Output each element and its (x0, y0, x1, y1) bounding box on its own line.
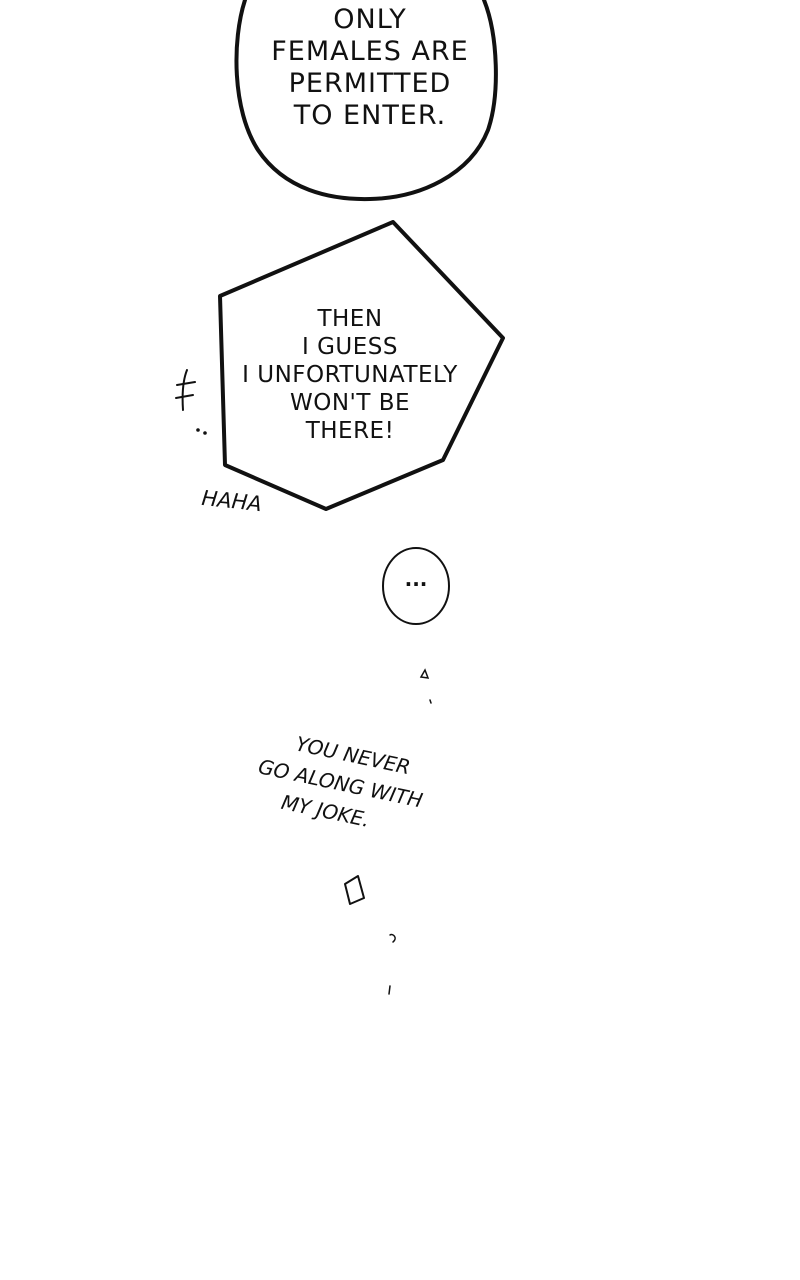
bubble-line: TO ENTER. (293, 100, 447, 131)
bubble-line: I GUESS (302, 334, 398, 360)
bubble-line: THEN (317, 306, 383, 332)
bubble-line: I UNFORTUNATELY (242, 362, 458, 388)
speech-bubble-small (382, 547, 450, 625)
speech-bubble-top (234, 0, 498, 202)
bubble-line: WON'T BE (289, 390, 411, 416)
bubble-line: PERMITTED (288, 68, 452, 99)
bubble-line: ONLY (333, 4, 407, 35)
scribble-icon (419, 668, 432, 704)
speech-bubble-small-text: ... (404, 567, 428, 591)
bubble-line: FEMALES ARE (271, 36, 469, 67)
speech-bubble-pentagon-text: THEN I GUESS I UNFORTUNATELY WON'T BE TH… (220, 305, 480, 445)
small-mark-icon (388, 933, 396, 995)
sweat-mark-icon (175, 369, 207, 435)
sparkle-icon (344, 875, 365, 905)
speech-bubble-top-text: ONLY FEMALES ARE PERMITTED TO ENTER. (250, 4, 490, 132)
bubble-line: THERE! (305, 418, 395, 444)
speech-bubble-pentagon (218, 220, 505, 511)
